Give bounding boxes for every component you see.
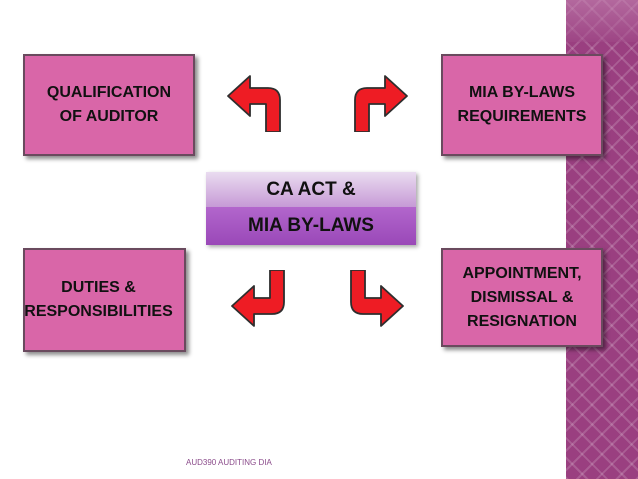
appointment-box-text: APPOINTMENT, DISMISSAL & RESIGNATION [462,262,581,334]
center-box-top: CA ACT & [206,172,416,207]
appointment-line-3: RESIGNATION [467,312,577,330]
slide-footer: AUD390 AUDITING DIA [186,458,272,467]
arrow-down-left-icon [231,270,285,327]
center-title-line-2: MIA BY-LAWS [248,215,374,236]
decorative-side-strip-highlight [566,0,638,42]
appointment-box: APPOINTMENT, DISMISSAL & RESIGNATION [441,248,603,347]
arrow-down-right-icon [350,270,404,327]
arrow-up-left-icon [227,75,281,132]
duties-line-1: DUTIES & [61,279,136,296]
bylaws-requirements-box-text: MIA BY-LAWS REQUIREMENTS [458,81,587,129]
bylaws-requirements-box: MIA BY-LAWS REQUIREMENTS [441,54,603,156]
duties-line-2: RESPONSIBILITIES [24,303,173,320]
bylaws-requirements-line-2: REQUIREMENTS [457,108,587,125]
appointment-line-2: DISMISSAL & [470,288,574,306]
arrow-up-right-icon [354,75,408,132]
duties-box-text: DUTIES & RESPONSIBILITIES [24,276,172,324]
center-box-bottom: MIA BY-LAWS [206,207,416,245]
qualification-line-2: OF AUDITOR [59,108,159,125]
ca-act-center-box: CA ACT & MIA BY-LAWS [206,172,416,245]
qualification-line-1: QUALIFICATION [46,84,172,101]
duties-box: DUTIES & RESPONSIBILITIES [23,248,186,352]
center-title-line-1: CA ACT & [266,178,356,200]
qualification-box-text: QUALIFICATION OF AUDITOR [47,81,171,129]
appointment-line-1: APPOINTMENT, [462,264,582,282]
qualification-box: QUALIFICATION OF AUDITOR [23,54,195,156]
bylaws-requirements-line-1: MIA BY-LAWS [468,84,576,101]
